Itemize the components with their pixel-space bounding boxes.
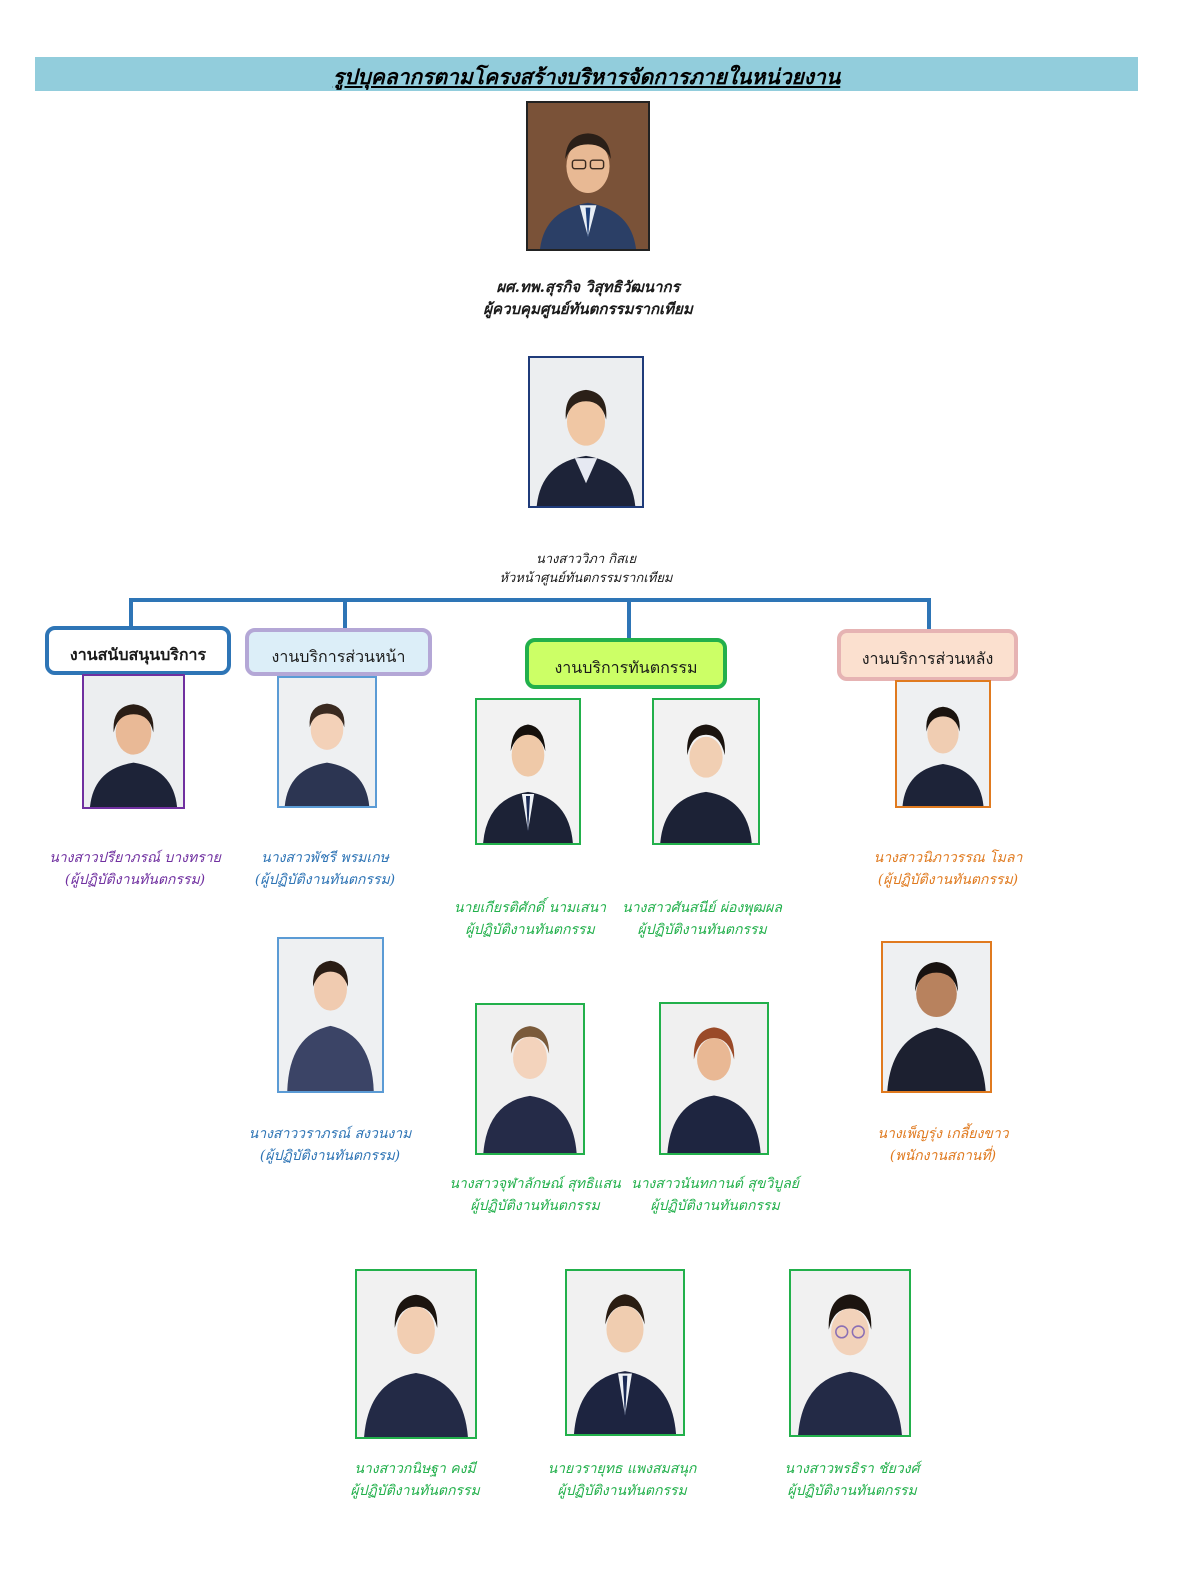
front-2-role: (ผู้ปฏิบัติงานทันตกรรม)	[259, 1148, 401, 1164]
dental-4-photo	[659, 1002, 769, 1155]
title-banner: รูปบุคลากรตามโครงสร้างบริหารจัดการภายในห…	[35, 57, 1138, 91]
dental-2-photo	[652, 698, 760, 845]
dental-7-photo	[789, 1269, 911, 1437]
director-name: ผศ.ทพ.สุรกิจ วิสุทธิวัฒนากร	[496, 278, 680, 296]
tree-drop-dental	[627, 598, 631, 640]
head-role: หัวหน้าศูนย์ทันตกรรมรากเทียม	[499, 571, 673, 586]
dept-dental: งานบริการทันตกรรม	[525, 638, 727, 689]
dept-back: งานบริการส่วนหลัง	[837, 629, 1018, 681]
dept-back-label: งานบริการส่วนหลัง	[861, 649, 994, 668]
dental-5-role: ผู้ปฏิบัติงานทันตกรรม	[350, 1483, 480, 1499]
tree-drop-support	[129, 598, 133, 628]
back-1-photo	[895, 680, 991, 808]
dental-1-name: นายเกียรติศักดิ์ นามเสนา	[453, 900, 607, 916]
front-1-name: นางสาวพัชรี พรมเกษ	[261, 850, 389, 866]
dental-3-name: นางสาวจุฬาลักษณ์ สุทธิแสน	[449, 1176, 621, 1192]
dental-4-caption: นางสาวนันทกานต์ สุขวิบูลย์ ผู้ปฏิบัติงาน…	[620, 1173, 810, 1217]
head-name: นางสาววิภา กิสเย	[535, 552, 637, 567]
back-1-name: นางสาวนิภาวรรณ โมลา	[873, 850, 1023, 866]
dental-7-name: นางสาวพรธิรา ชัยวงศ์	[784, 1461, 920, 1477]
dental-5-name: นางสาวกนิษฐา คงมี	[354, 1461, 476, 1477]
dental-5-caption: นางสาวกนิษฐา คงมี ผู้ปฏิบัติงานทันตกรรม	[320, 1458, 510, 1502]
head-caption: นางสาววิภา กิสเย หัวหน้าศูนย์ทันตกรรมราก…	[446, 550, 726, 588]
front-2-caption: นางสาววราภรณ์ สงวนงาม (ผู้ปฏิบัติงานทันต…	[210, 1123, 450, 1167]
back-1-caption: นางสาวนิภาวรรณ โมลา (ผู้ปฏิบัติงานทันตกร…	[838, 847, 1058, 891]
head-photo	[528, 356, 644, 508]
back-2-caption: นางเพ็ญรุ่ง เกลี้ยงขาว (พนักงานสถานที่)	[838, 1123, 1048, 1167]
tree-horizontal-line	[129, 598, 931, 602]
dept-front-label: งานบริการส่วนหน้า	[271, 647, 406, 666]
dental-6-photo	[565, 1269, 685, 1436]
dental-5-photo	[355, 1269, 477, 1439]
dental-7-role: ผู้ปฏิบัติงานทันตกรรม	[787, 1483, 917, 1499]
dental-3-photo	[475, 1003, 585, 1155]
dept-support: งานสนับสนุนบริการ	[45, 626, 231, 675]
dental-3-role: ผู้ปฏิบัติงานทันตกรรม	[470, 1198, 600, 1214]
front-2-photo	[277, 937, 384, 1093]
front-2-name: นางสาววราภรณ์ สงวนงาม	[248, 1126, 412, 1142]
support-1-photo	[82, 674, 185, 809]
director-photo	[526, 101, 650, 251]
back-1-role: (ผู้ปฏิบัติงานทันตกรรม)	[877, 872, 1019, 888]
support-1-name: นางสาวปรียาภรณ์ บางทราย	[49, 850, 221, 866]
tree-drop-back	[927, 598, 931, 631]
dental-3-caption: นางสาวจุฬาลักษณ์ สุทธิแสน ผู้ปฏิบัติงานท…	[440, 1173, 630, 1217]
dept-front: งานบริการส่วนหน้า	[245, 628, 432, 676]
front-1-photo	[277, 676, 377, 808]
dental-1-photo	[475, 698, 581, 845]
dental-7-caption: นางสาวพรธิรา ชัยวงศ์ ผู้ปฏิบัติงานทันตกร…	[752, 1458, 952, 1502]
page-title: รูปบุคลากรตามโครงสร้างบริหารจัดการภายในห…	[332, 64, 841, 89]
back-2-name: นางเพ็ญรุ่ง เกลี้ยงขาว	[877, 1126, 1009, 1142]
front-1-role: (ผู้ปฏิบัติงานทันตกรรม)	[254, 872, 396, 888]
tree-drop-front	[343, 598, 347, 630]
dental-1-caption: นายเกียรติศักดิ์ นามเสนา ผู้ปฏิบัติงานทั…	[440, 897, 620, 941]
dental-6-role: ผู้ปฏิบัติงานทันตกรรม	[557, 1483, 687, 1499]
dental-6-name: นายวรายุทธ แพงสมสนุก	[547, 1461, 697, 1477]
dental-4-name: นางสาวนันทกานต์ สุขวิบูลย์	[631, 1176, 799, 1192]
dental-2-role: ผู้ปฏิบัติงานทันตกรรม	[637, 922, 767, 938]
director-caption: ผศ.ทพ.สุรกิจ วิสุทธิวัฒนากร ผู้ควบคุมศูน…	[430, 276, 746, 320]
dental-6-caption: นายวรายุทธ แพงสมสนุก ผู้ปฏิบัติงานทันตกร…	[522, 1458, 722, 1502]
director-role: ผู้ควบคุมศูนย์ทันตกรรมรากเทียม	[483, 300, 693, 318]
dental-4-role: ผู้ปฏิบัติงานทันตกรรม	[650, 1198, 780, 1214]
back-2-role: (พนักงานสถานที่)	[889, 1148, 997, 1164]
front-1-caption: นางสาวพัชรี พรมเกษ (ผู้ปฏิบัติงานทันตกรร…	[215, 847, 435, 891]
dept-support-label: งานสนับสนุนบริการ	[69, 645, 207, 664]
dental-2-caption: นางสาวศันสนีย์ ผ่องพุฒผล ผู้ปฏิบัติงานทั…	[612, 897, 792, 941]
dept-dental-label: งานบริการทันตกรรม	[554, 658, 698, 677]
support-1-caption: นางสาวปรียาภรณ์ บางทราย (ผู้ปฏิบัติงานทั…	[20, 847, 250, 891]
support-1-role: (ผู้ปฏิบัติงานทันตกรรม)	[64, 872, 206, 888]
back-2-photo	[881, 941, 992, 1093]
dental-1-role: ผู้ปฏิบัติงานทันตกรรม	[465, 922, 595, 938]
dental-2-name: นางสาวศันสนีย์ ผ่องพุฒผล	[622, 900, 782, 916]
